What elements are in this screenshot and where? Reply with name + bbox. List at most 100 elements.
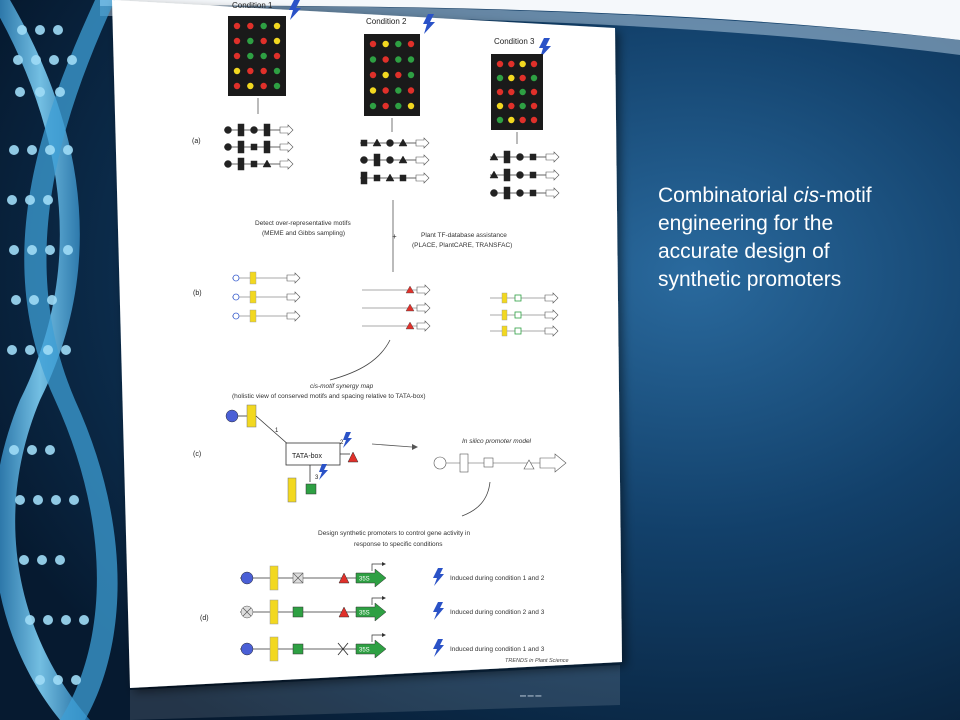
microarray-spot [369,40,377,48]
microarray-spot [519,102,526,110]
plant-tf-databases: (PLACE, PlantCARE, TRANSFAC) [412,242,512,249]
svg-text:1: 1 [275,428,279,434]
lightning-icon [433,639,444,657]
microarray-spot [530,60,538,68]
condition-3-label: Condition 3 [494,37,535,46]
panel-b-label: (b) [193,290,202,297]
microarray-spot [519,74,526,82]
microarray-spot [530,74,538,82]
microarray-spot [273,52,281,60]
microarray-spot [530,88,538,96]
microarray-spot [530,116,538,124]
induced-condition-label: Induced during condition 1 and 2 [450,575,545,582]
motif-row [362,284,431,296]
motif-row [360,137,430,149]
lightning-icon [433,602,444,620]
microarray-spot [407,71,415,79]
microarray-spot [369,102,377,110]
panel-c-synergy-map: TATA-box 1 2 3 [225,404,418,503]
motif-row [232,271,301,285]
motif-row [232,290,301,304]
microarray-spot [395,71,402,79]
panel-d-label: (d) [200,615,209,622]
in-silico-promoter-model [433,453,567,473]
detect-motifs-method: (MEME and Gibbs sampling) [262,230,345,237]
panel-b-motif-rows [232,271,559,337]
microarray-spot [508,74,515,82]
microarray-spot [369,71,377,79]
panel-c-label: (c) [193,451,201,458]
dna-helix-decoration [0,0,118,720]
microarray-spot [233,82,241,90]
microarray-spot [247,52,254,60]
microarray-spot [382,71,389,79]
plus-sign: + [392,232,397,241]
header-swoosh [100,0,960,40]
svg-text:▬ ▬ ▬: ▬ ▬ ▬ [520,693,541,699]
caption-text-end: -motif engineering for the accurate desi… [658,184,872,291]
motif-row [490,186,560,200]
source-credit: TRENDS in Plant Science [505,658,569,664]
microarray-spot [382,40,389,48]
microarray-spot [260,67,267,75]
microarray-spot [247,67,254,75]
microarray-spot [496,88,504,96]
microarray-spot [395,40,402,48]
promoter-design-figure: Condition 1 Condition 2 Condition 3 (a) … [192,0,569,664]
motif-row [489,150,560,164]
motif-row [224,157,294,171]
promoter-35s-label: 35S [359,611,370,617]
microarray-spot [260,82,267,90]
promoter-35s-label: 35S [359,577,370,583]
lightning-icon [289,0,551,58]
microarray-spot [407,56,415,63]
condition-2-label: Condition 2 [366,17,407,26]
in-silico-model-label: In silico promoter model [462,438,532,445]
microarray-spot [519,60,526,68]
synergy-map-title: cis-motif synergy map [310,383,374,390]
slide-caption: Combinatorial cis-motif engineering for … [658,182,898,294]
microarray-spot [273,37,281,45]
microarray-spot [496,102,504,110]
microarray-spot [519,88,526,96]
microarray-spot [369,87,377,94]
microarray-spot [247,22,254,30]
motif-row [224,123,294,137]
synthetic-promoter-row: 35S Induced during condition 1 and 2 [240,562,545,591]
detect-motifs-text: Detect over-representative motifs [255,220,351,227]
motif-row [360,153,430,167]
microarray-spot [260,52,267,60]
microarray-spot [273,67,281,75]
synthetic-promoter-row: 35S Induced during condition 2 and 3 [240,596,545,625]
microarray-spot [369,56,377,63]
microarray-spot [382,102,389,110]
induced-condition-label: Induced during condition 2 and 3 [450,609,545,616]
panel-a-motif-rows [224,123,560,200]
motif-row [224,140,294,154]
microarray-spot [395,56,402,63]
microarray-spot [273,82,281,90]
microarray-spot [247,37,254,45]
microarray-spot [508,102,515,110]
microarray-spot [382,56,389,63]
microarray-spot [247,82,254,90]
svg-text:3: 3 [315,475,319,481]
microarray-spot [496,74,504,82]
microarray-grids [228,16,543,130]
design-promoters-text: Design synthetic promoters to control ge… [318,530,470,537]
microarray-spot [260,22,267,30]
microarray-spot [233,37,241,45]
caption-text-start: Combinatorial [658,184,794,207]
microarray-spot [519,116,526,124]
microarray-spot [395,102,402,110]
motif-row [362,302,431,314]
design-promoters-subtext: response to specific conditions [354,541,443,548]
condition-1-label: Condition 1 [232,1,273,10]
microarray-spot [508,60,515,68]
microarray-spot [508,88,515,96]
motif-row [490,292,559,304]
microarray-spot [233,52,241,60]
microarray-spot [382,87,389,94]
